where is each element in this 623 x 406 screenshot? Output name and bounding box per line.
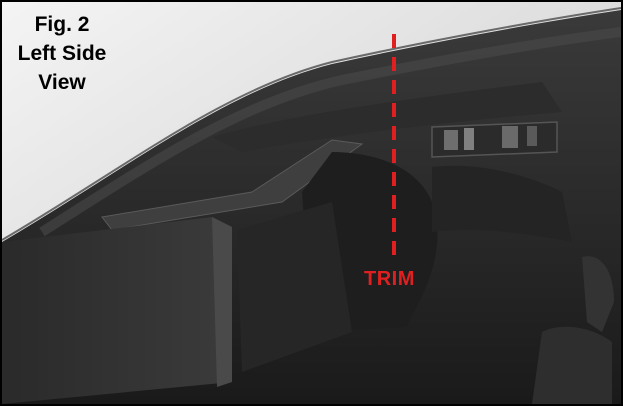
clip-bracket bbox=[431, 121, 558, 158]
right-cavity bbox=[432, 165, 572, 242]
rim-band bbox=[39, 27, 621, 237]
left-tab-edge bbox=[212, 217, 232, 387]
left-tab bbox=[2, 217, 232, 404]
inner-ridge bbox=[212, 82, 562, 152]
caption-line-1: Left Side bbox=[17, 42, 107, 65]
right-post bbox=[582, 256, 614, 332]
figure-number: Fig. 2 bbox=[34, 13, 90, 36]
figure-caption: Fig. 2 Left Side View bbox=[6, 10, 118, 97]
trim-label: TRIM bbox=[364, 268, 415, 290]
lower-right-boss bbox=[532, 326, 612, 404]
lower-panel bbox=[237, 202, 352, 372]
caption-line-2: View bbox=[38, 71, 86, 94]
rim-edge bbox=[2, 7, 621, 241]
